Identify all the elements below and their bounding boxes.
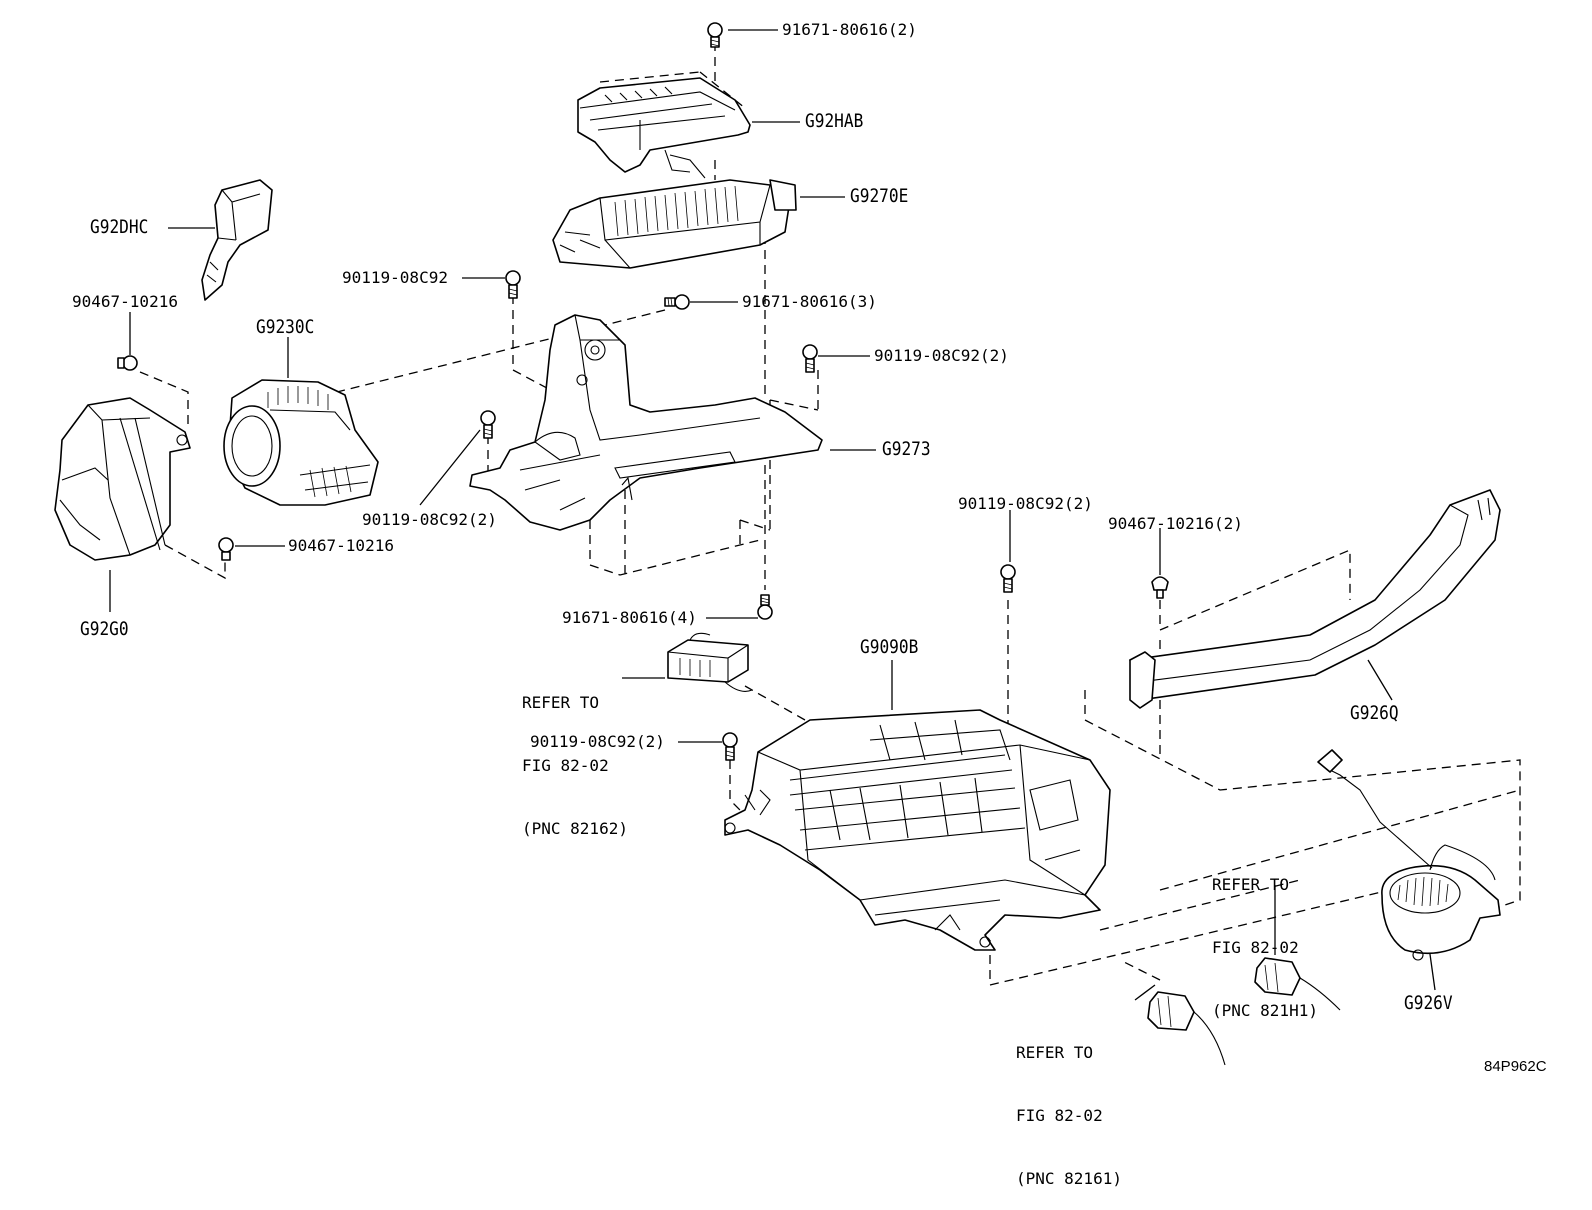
bolt-90119-left xyxy=(480,410,496,439)
label-bolt-90119-08c92-2-left: 90119-08C92(2) xyxy=(362,510,497,529)
connector-82162 xyxy=(667,632,753,692)
label-g9273: G9273 xyxy=(882,438,931,460)
bolt-91671-80616-4 xyxy=(757,594,773,620)
label-clip-90467-10216-lower: 90467-10216 xyxy=(288,536,394,555)
bolt-90119-center xyxy=(1000,564,1016,593)
cover-g92hab xyxy=(577,77,751,173)
label-clip-90467-10216-upper: 90467-10216 xyxy=(72,292,178,311)
reference-line: FIG 82-02 xyxy=(1016,1106,1103,1125)
label-bolt-91671-80616-2: 91671-80616(2) xyxy=(782,20,917,39)
exploded-parts-diagram xyxy=(54,22,1521,1066)
label-g92dhc: G92DHC xyxy=(90,216,149,238)
bolt-90119-lower xyxy=(722,732,738,761)
diagram-code: 84P962C xyxy=(1484,1058,1547,1075)
inverter-g9090b xyxy=(724,709,1111,951)
reference-note-pnc-821h1: REFER TO FIG 82-02 (PNC 821H1) xyxy=(1212,832,1318,1042)
reference-line: REFER TO xyxy=(1016,1043,1094,1062)
label-g926q: G926Q xyxy=(1350,702,1399,724)
connector-821h1 xyxy=(1254,957,1341,1011)
bolt-90119-upper xyxy=(505,270,521,299)
label-g9090b: G9090B xyxy=(860,636,919,658)
reference-line: REFER TO xyxy=(522,693,600,712)
reference-line: (PNC 82161) xyxy=(1016,1169,1122,1188)
label-bolt-91671-80616-4: 91671-80616(4) xyxy=(562,608,697,627)
duct-g92g0 xyxy=(54,397,191,561)
reference-line: FIG 82-02 xyxy=(1212,938,1299,957)
label-g926v: G926V xyxy=(1404,992,1453,1014)
bracket-g9273 xyxy=(469,314,823,531)
label-g9230c: G9230C xyxy=(256,316,315,338)
clip-90467-lower xyxy=(218,537,234,561)
blower-g926v xyxy=(1317,749,1501,961)
reference-note-pnc-82162: REFER TO FIG 82-02 (PNC 82162) xyxy=(522,650,628,860)
reference-note-pnc-82161: REFER TO FIG 82-02 (PNC 82161) xyxy=(1016,1000,1122,1210)
ecu-g9270e xyxy=(552,149,797,269)
bolt-91671-80616-3 xyxy=(664,294,690,310)
label-g92g0: G92G0 xyxy=(80,618,129,640)
connector-82161 xyxy=(1147,991,1226,1066)
label-g9270e: G9270E xyxy=(850,185,909,207)
label-clip-90467-10216-2: 90467-10216(2) xyxy=(1108,514,1243,533)
label-bolt-90119-08c92-2-center: 90119-08C92(2) xyxy=(958,494,1093,513)
duct-g926q xyxy=(1129,489,1501,709)
bolt-90119-right xyxy=(802,344,818,373)
label-bolt-90119-08c92: 90119-08C92 xyxy=(342,268,448,287)
reference-line: (PNC 82162) xyxy=(522,819,628,838)
label-bolt-90119-08c92-2-right: 90119-08C92(2) xyxy=(874,346,1009,365)
clip-90467-right xyxy=(1151,576,1169,599)
leader-lines xyxy=(109,29,1436,1001)
label-bolt-90119-08c92-2-lower: 90119-08C92(2) xyxy=(530,732,665,751)
fan-g9230c xyxy=(223,379,379,506)
bolt-top xyxy=(707,22,723,48)
label-g92hab: G92HAB xyxy=(805,110,864,132)
reference-line: REFER TO xyxy=(1212,875,1290,894)
reference-line: (PNC 821H1) xyxy=(1212,1001,1318,1020)
clip-90467-upper xyxy=(117,355,138,371)
label-bolt-91671-80616-3: 91671-80616(3) xyxy=(742,292,877,311)
reference-line: FIG 82-02 xyxy=(522,756,609,775)
duct-g92dhc xyxy=(201,179,273,301)
